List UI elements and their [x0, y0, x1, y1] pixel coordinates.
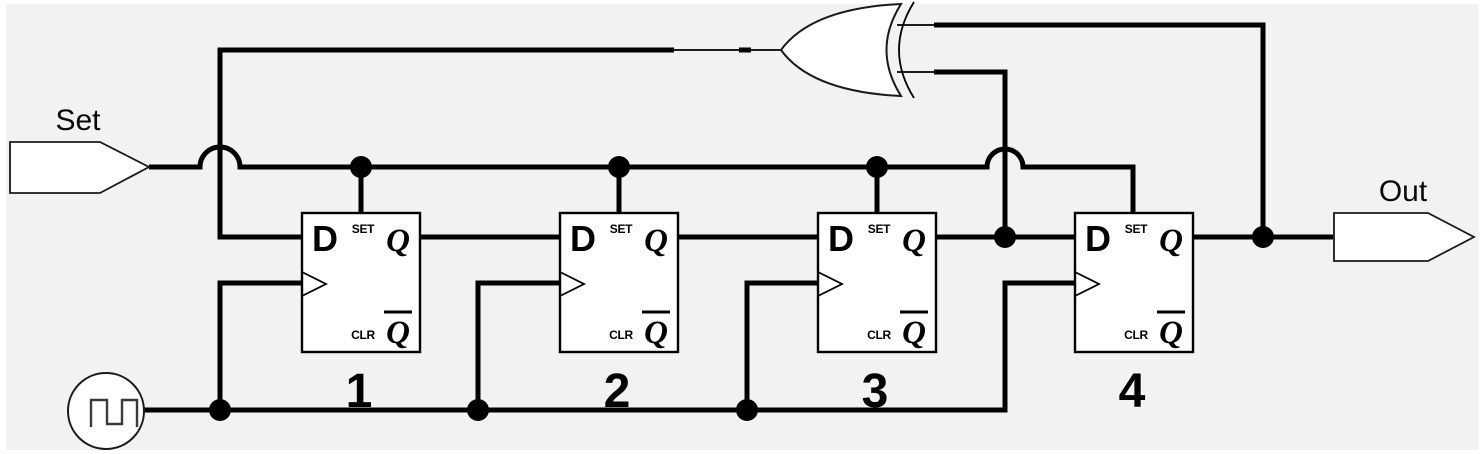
set-input-connector: Set: [9, 104, 151, 194]
ff4-set-pin-label: SET: [1125, 222, 1148, 236]
square-wave-icon: [89, 398, 139, 427]
ff2-qbar-pin-label: Q: [644, 315, 668, 351]
clock-edge-triangle-icon: [301, 271, 329, 297]
ff3-qbar-pin-label: Q: [902, 315, 926, 351]
ff1-d-pin-label: D: [312, 218, 338, 259]
d-flip-flop-1: D SET Q CLR Q 1: [300, 211, 422, 418]
output-tag-icon: [1333, 212, 1476, 262]
wire-q4-to-xor-input: [934, 22, 1266, 237]
wire-clock-bus: [144, 280, 1075, 413]
d-flip-flop-3: D SET Q CLR Q 3: [816, 211, 938, 418]
clock-edge-triangle-icon: [817, 271, 845, 297]
junction-dot-clock-ff1: [209, 399, 231, 421]
ff4-number: 4: [1119, 365, 1146, 418]
ff3-clr-pin-label: CLR: [867, 328, 891, 342]
ff3-set-pin-label: SET: [868, 222, 891, 236]
ff2-clr-pin-label: CLR: [609, 328, 633, 342]
ff4-q-pin-label: Q: [1159, 223, 1183, 259]
ff2-set-pin-label: SET: [610, 222, 633, 236]
clock-edge-triangle-icon: [559, 271, 587, 297]
clock-edge-triangle-icon: [1074, 271, 1102, 297]
ff1-set-pin-label: SET: [352, 222, 375, 236]
junction-dot-clock-ff3: [736, 399, 758, 421]
ff1-qbar-pin-label: Q: [386, 315, 410, 351]
ff3-q-pin-label: Q: [902, 223, 926, 259]
wire-clock-riser-ff3: [744, 280, 818, 410]
input-tag-icon: [9, 141, 151, 194]
ff3-number: 3: [862, 365, 889, 418]
junction-dot-set-ff1: [350, 156, 372, 178]
out-label: Out: [1379, 175, 1428, 208]
junction-dot-set-ff3: [866, 156, 888, 178]
xor-gate-body-icon: [779, 2, 903, 98]
junction-dot-clock-ff2: [467, 399, 489, 421]
ff4-qbar-pin-label: Q: [1159, 315, 1183, 351]
wire-q3-to-xor-input: [934, 69, 1008, 237]
junction-dot-q4-tap: [1252, 226, 1274, 248]
canvas-background: [6, 4, 1479, 450]
ff2-number: 2: [604, 365, 631, 418]
ff1-number: 1: [346, 365, 373, 418]
wire-clock-riser-ff1: [217, 280, 302, 410]
ff2-q-pin-label: Q: [644, 223, 668, 259]
d-flip-flop-4: D SET Q CLR Q 4: [1073, 211, 1195, 418]
d-flip-flop-2: D SET Q CLR Q 2: [558, 211, 680, 418]
ff2-d-pin-label: D: [570, 218, 596, 259]
xor-gate: [674, 1, 935, 99]
xor-gate-extra-arc-icon: [898, 1, 915, 99]
out-output-connector: Out: [1333, 175, 1476, 262]
set-label: Set: [55, 104, 101, 137]
junction-dot-set-ff2: [608, 156, 630, 178]
ff1-q-pin-label: Q: [386, 223, 410, 259]
junction-dot-q3-tap: [994, 226, 1016, 248]
ff4-clr-pin-label: CLR: [1124, 328, 1148, 342]
wire-clock-riser-ff2: [475, 280, 560, 410]
ff4-d-pin-label: D: [1085, 218, 1111, 259]
wire-xor-feedback-to-d1: [217, 47, 674, 240]
clock-source: [67, 372, 145, 450]
ff3-d-pin-label: D: [828, 218, 854, 259]
ff1-clr-pin-label: CLR: [351, 328, 375, 342]
